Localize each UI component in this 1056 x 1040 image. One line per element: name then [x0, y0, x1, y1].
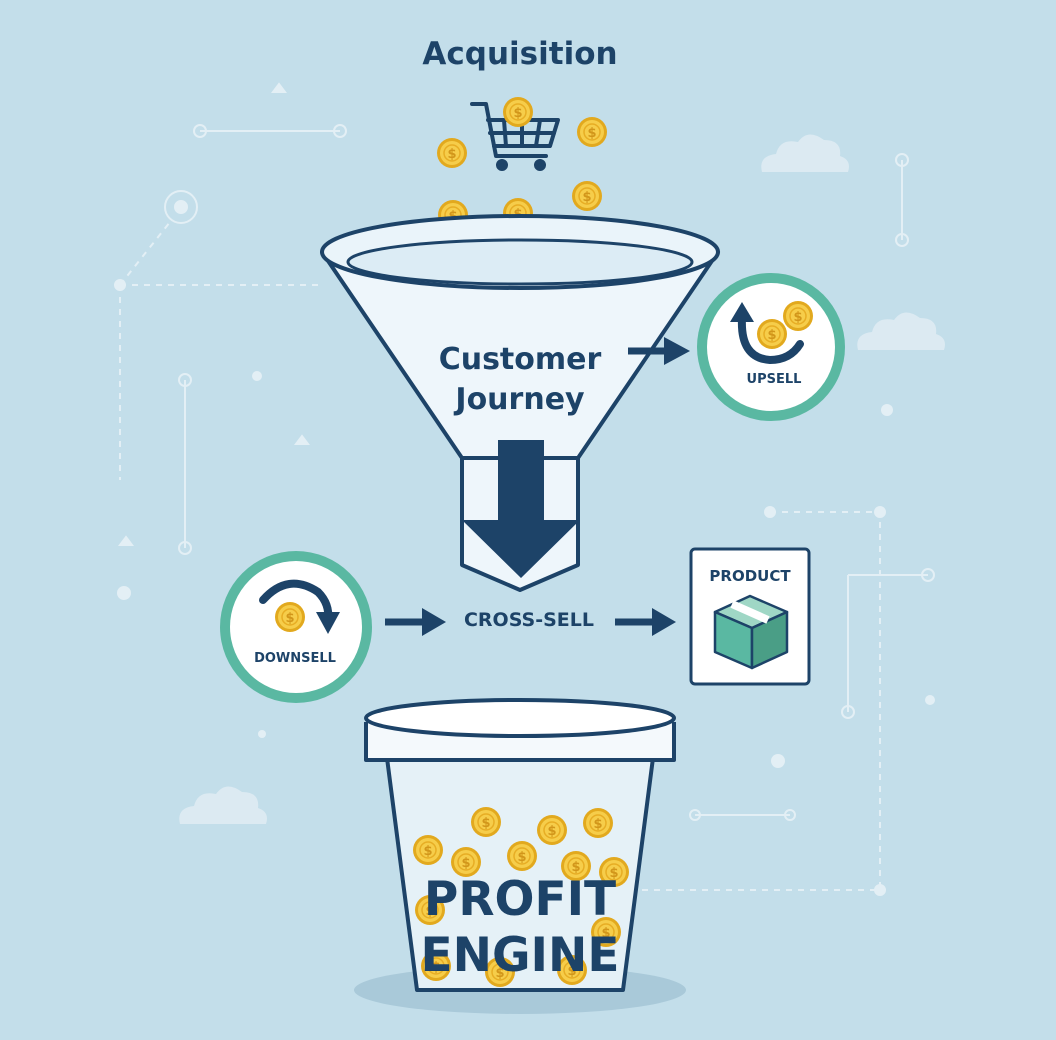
dollar-coin-icon [576, 116, 608, 148]
upsell-label: UPSELL [746, 372, 802, 387]
downsell-badge [220, 551, 372, 703]
dollar-coin-icon [502, 96, 534, 128]
customer-journey-line: Customer [438, 342, 602, 377]
profit-engine-line: PROFIT [423, 872, 617, 927]
dollar-coin-icon [470, 806, 502, 838]
dollar-coin-icon [782, 300, 814, 332]
cross-sell-arrows [385, 608, 676, 636]
acquisition-title: Acquisition [422, 36, 618, 72]
background-network [114, 82, 935, 896]
dollar-coin-icon [506, 840, 538, 872]
cross-sell-label: CROSS-SELL [463, 609, 594, 631]
dollar-coin-icon [536, 814, 568, 846]
dollar-coin-icon [412, 834, 444, 866]
profit-bucket [354, 698, 686, 1014]
dollar-coin-icon [571, 180, 603, 212]
dollar-coin-icon [274, 601, 306, 633]
profit-engine-line: ENGINE [420, 928, 620, 983]
cloud-icon [179, 786, 267, 824]
upsell-badge [628, 273, 845, 421]
product-card [689, 547, 811, 686]
curved-arrow-icon [259, 579, 333, 624]
customer-journey-line: Journey [455, 382, 585, 417]
customer-journey-title: Customer Journey [420, 340, 620, 420]
background-dots [117, 371, 935, 768]
dollar-coin-icon [436, 137, 468, 169]
dollar-coin-icon [582, 807, 614, 839]
down-arrow [462, 440, 580, 578]
product-label: PRODUCT [709, 567, 791, 585]
funnel [320, 214, 720, 592]
product-box-icon [713, 594, 789, 670]
profit-engine-title: PROFIT ENGINE [340, 872, 700, 984]
curved-arrow-icon [737, 314, 804, 365]
dollar-coin-icon [756, 318, 788, 350]
cloud-icon [857, 312, 945, 350]
downsell-label: DOWNSELL [254, 651, 336, 666]
cloud-icon [761, 134, 849, 172]
